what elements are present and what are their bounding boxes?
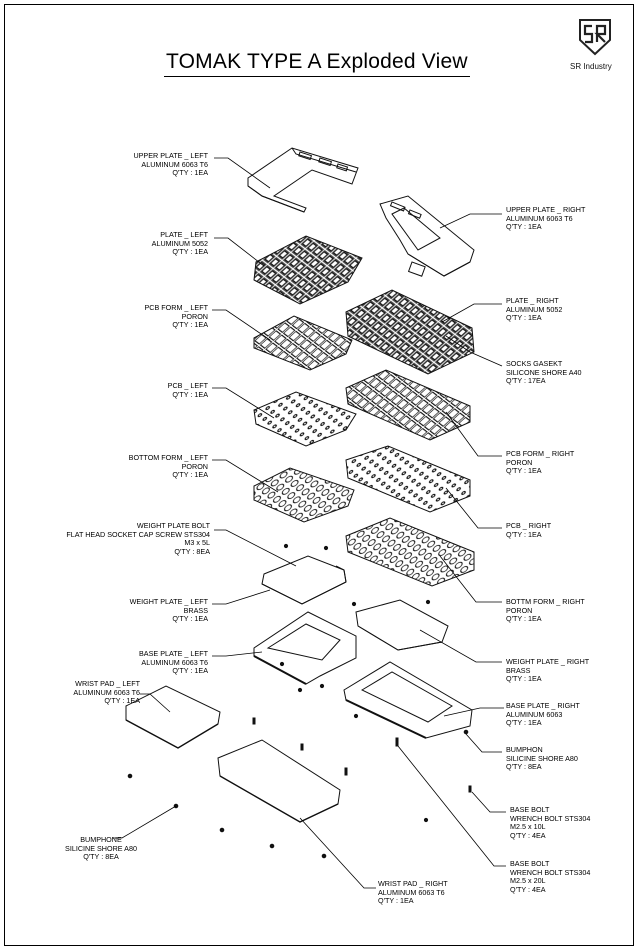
pcb-form-right-part [345,369,471,441]
upper-plate-left-part [247,147,359,213]
label-wrist-pad-right: WRIST PAD _ RIGHT ALUMINUM 6063 T6 Q'TY … [378,879,448,906]
label-socks-gasket: SOCKS GASEKT SILICONE SHORE A40 Q'TY : 1… [506,359,582,386]
label-bottom-form-left: BOTTOM FORM _ LEFT PORON Q'TY : 1EA [128,453,208,480]
label-weight-plate-left: WEIGHT PLATE _ LEFT BRASS Q'TY : 1EA [129,597,208,624]
drawing-title: TOMAK TYPE A Exploded View [164,50,470,77]
label-base-plate-right: BASE PLATE _ RIGHT ALUMINUM 6063 Q'TY : … [506,701,580,728]
label-pcb-form-right: PCB FORM _ RIGHT PORON Q'TY : 1EA [506,449,575,476]
label-base-bolt-10l: BASE BOLT WRENCH BOLT STS304 M2.5 x 10L … [510,805,591,840]
base-plate-left-part [253,611,357,685]
wrist-pad-left-part [125,685,221,749]
label-pcb-form-left: PCB FORM _ LEFT PORON Q'TY : 1EA [144,303,209,330]
weight-plate-right-part [355,599,449,651]
weight-plate-left-part [261,555,347,605]
drawing-frame [4,4,634,946]
label-base-bolt-20l: BASE BOLT WRENCH BOLT STS304 M2.5 x 20L … [510,859,591,894]
label-weight-plate-bolt: WEIGHT PLATE BOLT FLAT HEAD SOCKET CAP S… [66,521,210,556]
leader-lines [112,157,506,889]
label-pcb-left: PCB _ LEFT Q'TY : 1EA [167,381,208,399]
bottom-form-left-part [253,467,355,523]
upper-plate-right-part [379,195,475,277]
bottom-form-right-part [345,517,475,587]
label-plate-right: PLATE _ RIGHT ALUMINUM 5052 Q'TY : 1EA [506,296,563,323]
label-base-plate-left: BASE PLATE _ LEFT ALUMINUM 6063 T6 Q'TY … [139,649,208,676]
label-bottom-form-right: BOTTM FORM _ RIGHT PORON Q'TY : 1EA [506,597,585,624]
label-upper-plate-left: UPPER PLATE _ LEFT ALUMINUM 6063 T6 Q'TY… [133,151,208,178]
label-pcb-right: PCB _ RIGHT Q'TY : 1EA [506,521,552,539]
plate-left-part [253,235,363,305]
pcb-right-part [345,445,471,513]
base-plate-right-part [343,661,473,739]
wrist-pad-right-part [217,739,341,823]
label-upper-plate-right: UPPER PLATE _ RIGHT ALUMINUM 6063 T6 Q'T… [506,205,586,232]
logo-text: SR Industry [570,62,612,71]
label-bumphon: BUMPHON SILICINE SHORE A80 Q'TY : 8EA [506,745,578,772]
sr-industry-logo-icon [579,19,611,56]
label-wrist-pad-left: WRIST PAD _ LEFT ALUMINUM 6063 T6 Q'TY :… [73,679,140,706]
plate-right-part [345,289,475,375]
pcb-left-part [253,391,357,447]
pcb-form-left-part [253,315,353,371]
label-weight-plate-right: WEIGHT PLATE _ RIGHT BRASS Q'TY : 1EA [506,657,590,684]
label-plate-left: PLATE _ LEFT ALUMINUM 5052 Q'TY : 1EA [151,230,208,257]
label-bumphone: BUMPHONE SILICINE SHORE A80 Q'TY : 8EA [65,835,137,862]
